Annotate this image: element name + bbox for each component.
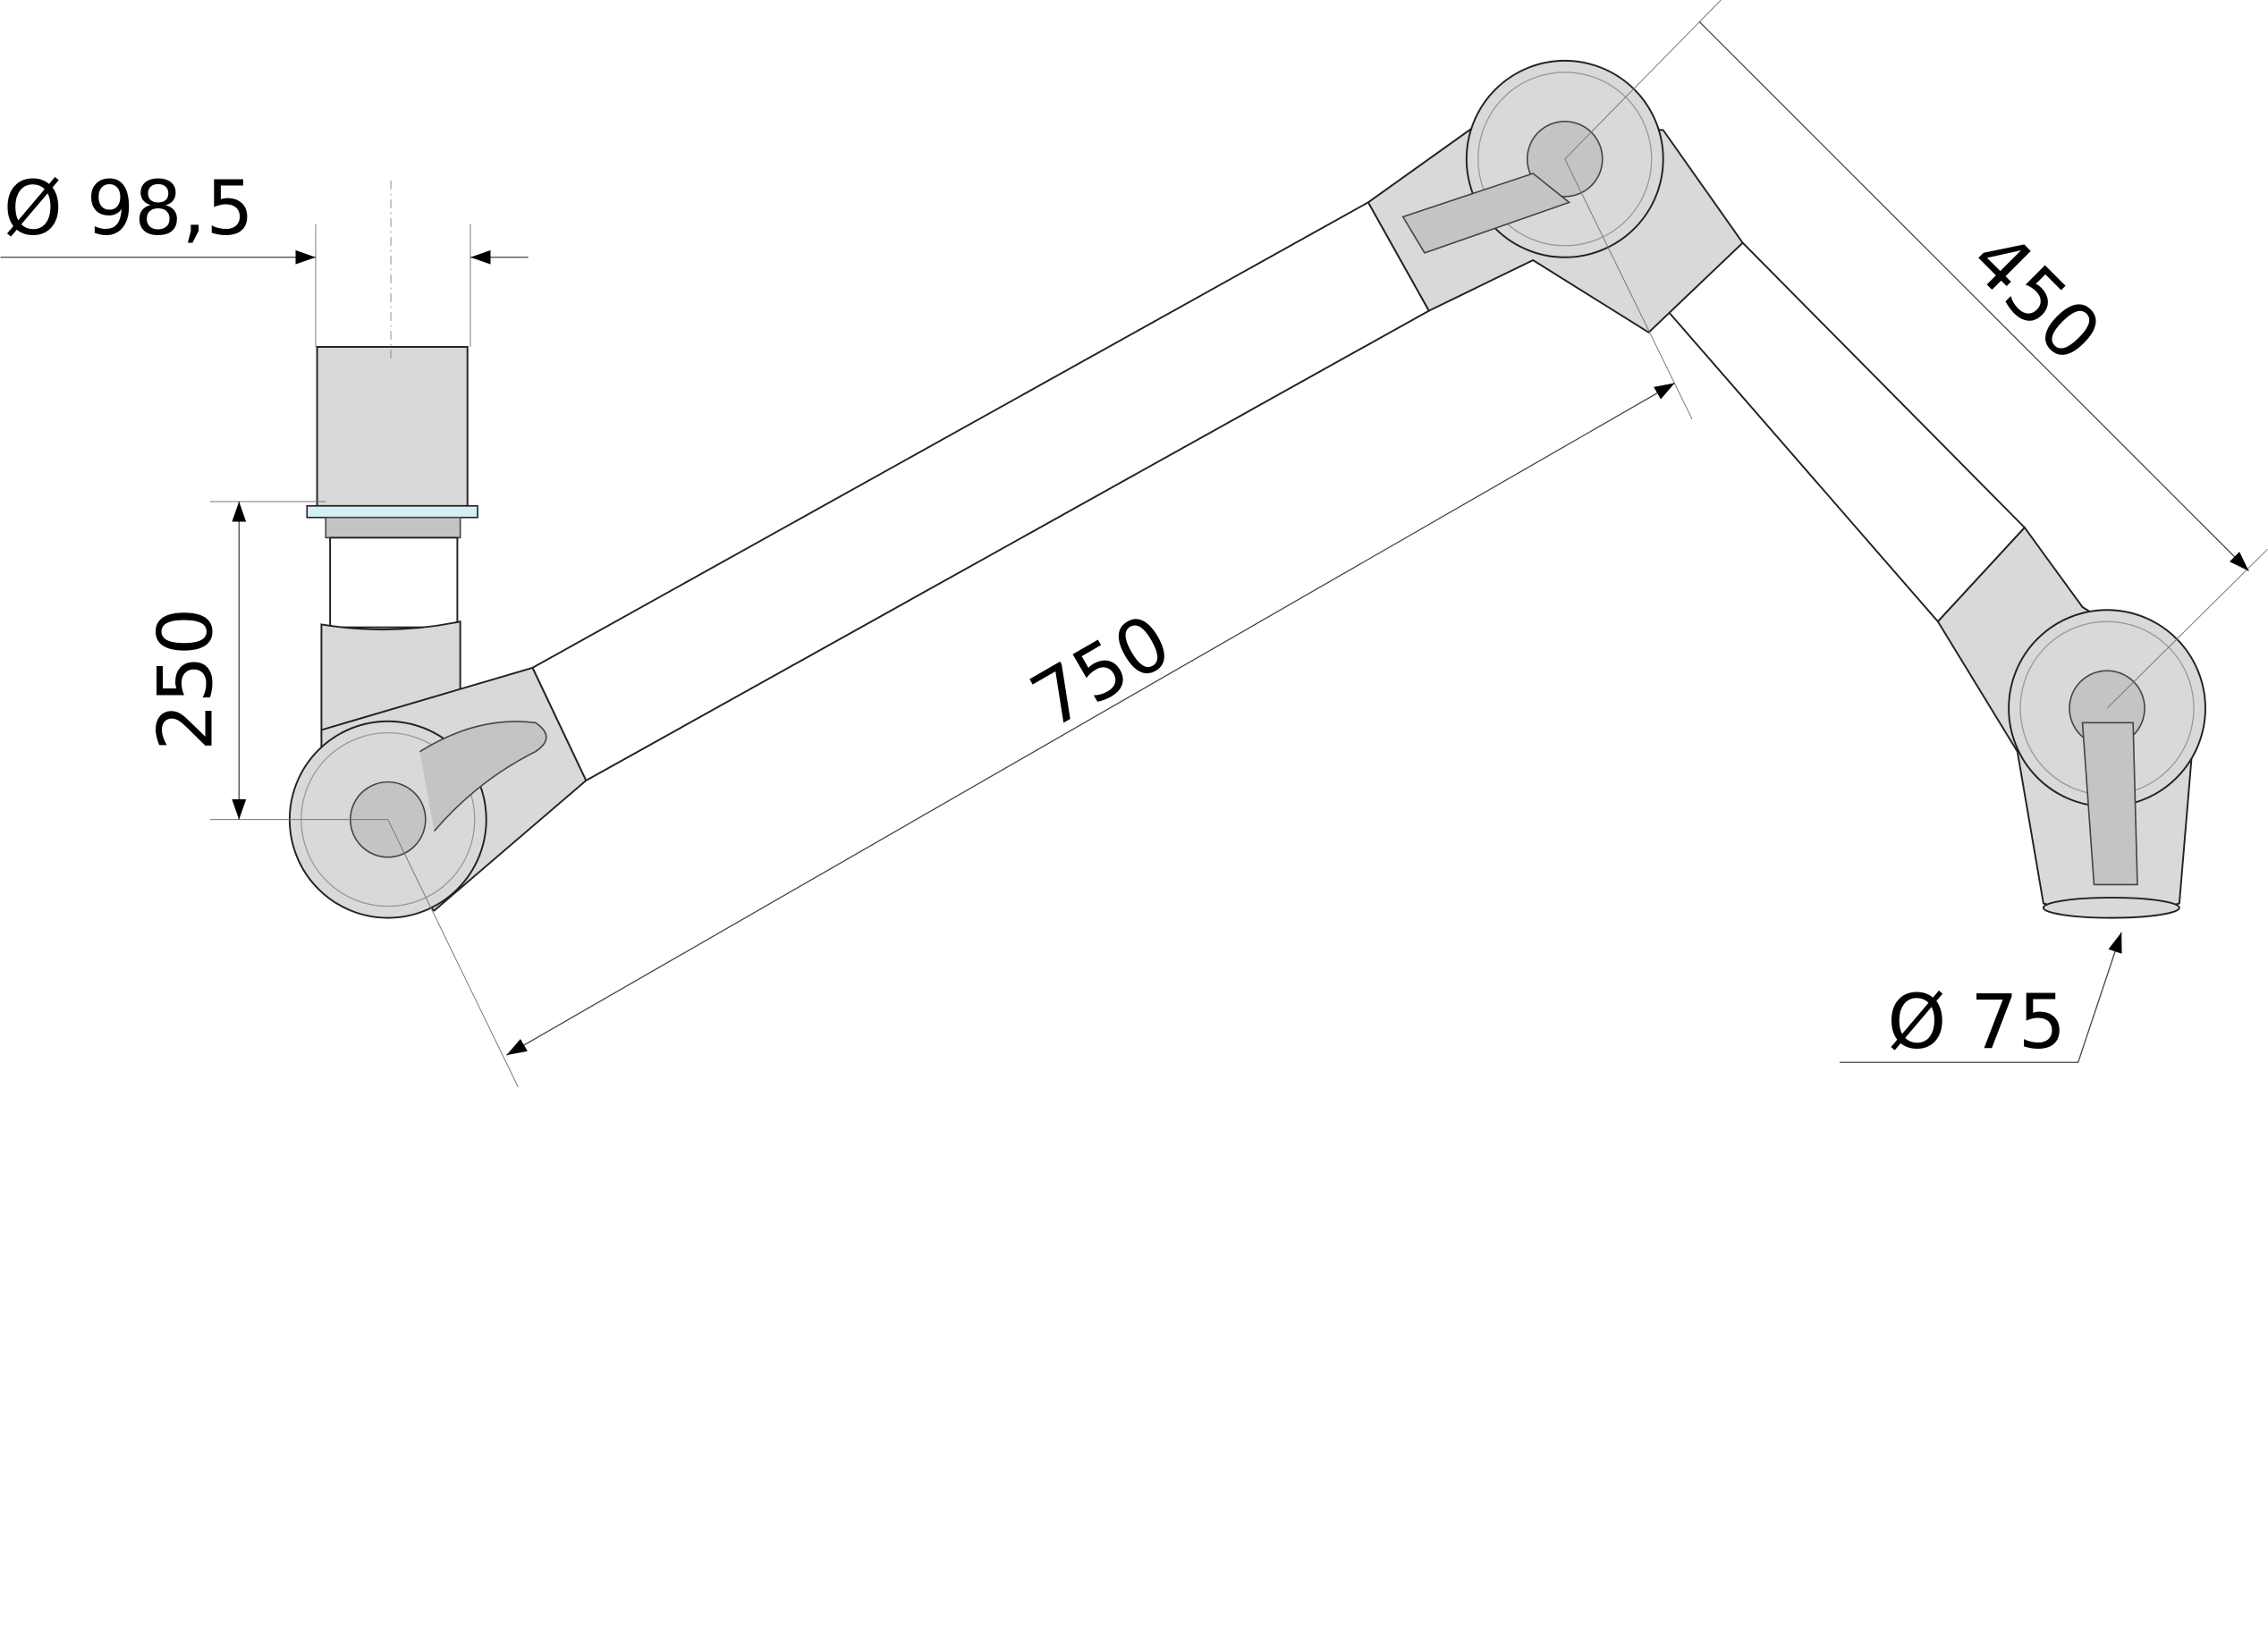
nozzle-diameter-label: Ø 75 xyxy=(1887,978,2066,1066)
height-dimension: 250 xyxy=(142,501,388,821)
inlet-diameter-dimension: Ø 98,5 xyxy=(0,165,529,348)
inlet-diameter-label: Ø 98,5 xyxy=(4,165,254,252)
second-arm-dimension: 450 xyxy=(1564,0,2268,709)
joint-2 xyxy=(1367,59,1744,334)
first-arm-dimension: 750 xyxy=(387,158,1693,1087)
first-arm-tube xyxy=(531,201,1431,782)
nozzle-diameter-dimension: Ø 75 xyxy=(1839,932,2122,1066)
inlet-collar xyxy=(306,346,478,739)
second-arm-tube xyxy=(1646,241,2027,623)
second-arm-length-label: 450 xyxy=(1954,215,2118,379)
first-arm-length-label: 750 xyxy=(1017,597,1185,745)
joint-3 xyxy=(1936,526,2206,919)
height-label: 250 xyxy=(142,608,230,751)
